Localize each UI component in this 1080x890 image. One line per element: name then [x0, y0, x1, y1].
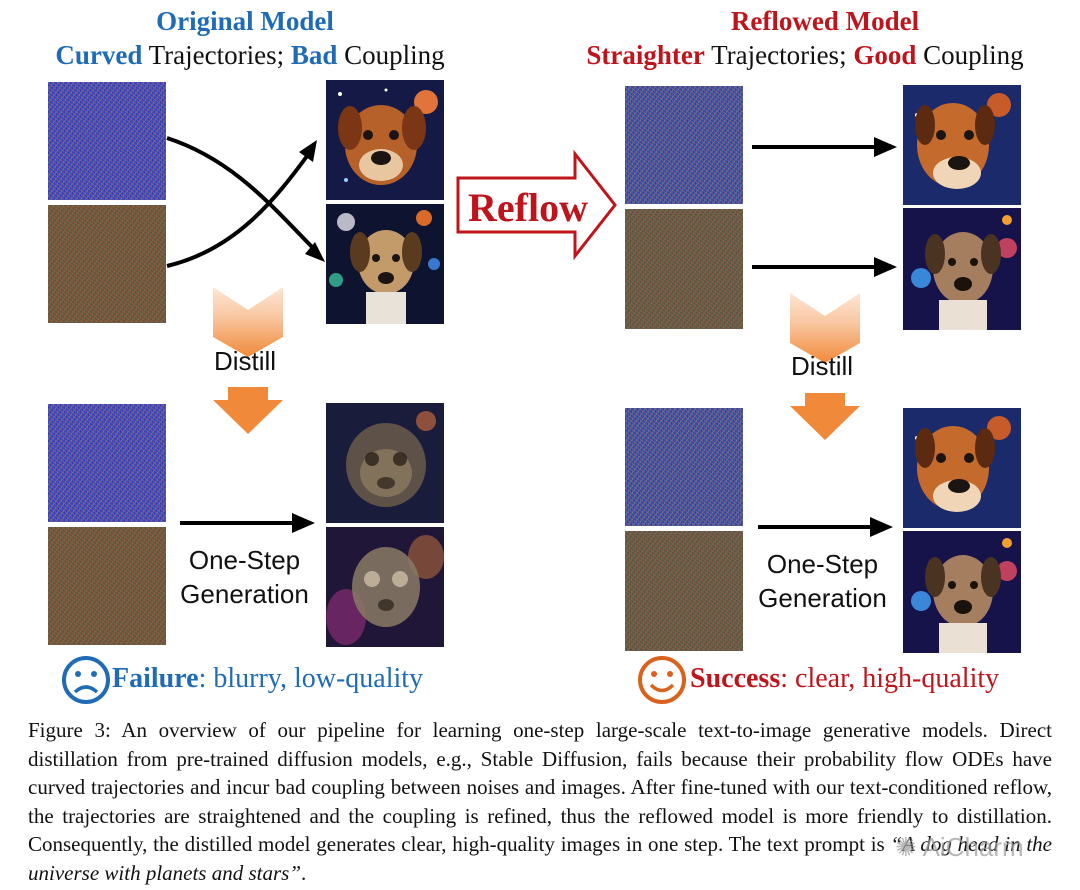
curved-trajectories	[166, 136, 325, 268]
boxer-dog-illustration	[903, 85, 1021, 205]
reflow-arrow-icon	[456, 150, 617, 260]
success-description: : clear, high-quality	[780, 663, 1000, 694]
failure-verdict: Failure: blurry, low-quality	[112, 663, 423, 695]
arrowhead-icon	[870, 517, 893, 537]
noise-image	[625, 209, 743, 329]
generated-blurry-image	[326, 527, 444, 647]
left-subtitle-word2: Bad	[290, 40, 338, 70]
right-subtitle-text2: Coupling	[916, 40, 1024, 70]
success-verdict: Success: clear, high-quality	[690, 663, 999, 695]
arrowhead-icon	[874, 257, 897, 277]
curved-trajectory-arrow	[166, 136, 319, 254]
right-generation-label: One-Step Generation	[750, 547, 895, 615]
noise-image	[48, 404, 166, 522]
left-subtitle-text2: Coupling	[337, 40, 445, 70]
watermark-logo-icon: ✺	[895, 832, 923, 862]
boxer-dog-illustration	[903, 408, 1021, 528]
left-generation-line1: One-Step	[188, 545, 301, 575]
failure-word: Failure	[112, 663, 199, 694]
generated-dog-image	[326, 204, 444, 324]
watermark: ✺ AiCharm	[895, 832, 1024, 863]
generated-dog-image	[903, 85, 1021, 205]
generated-blurry-image	[326, 403, 444, 523]
noise-image	[48, 527, 166, 645]
curved-trajectory-arrow	[166, 150, 312, 268]
right-generation-line2: Generation	[758, 583, 887, 613]
blurry-dog-illustration	[326, 527, 444, 647]
failure-description: : blurry, low-quality	[198, 663, 424, 694]
sad-face-icon	[62, 656, 110, 704]
straight-trajectory-arrow	[752, 257, 897, 277]
generated-clear-image	[903, 531, 1021, 653]
caption-text: Figure 3: An overview of our pipeline fo…	[28, 718, 1052, 856]
right-subtitle-word2: Good	[853, 40, 917, 70]
left-subtitle-word1: Curved	[55, 40, 143, 70]
noise-image	[625, 531, 743, 651]
left-generation-label: One-Step Generation	[172, 543, 317, 611]
one-step-arrow	[758, 517, 893, 537]
success-word: Success	[690, 663, 781, 694]
arrowhead-icon	[299, 140, 317, 162]
generated-dog-image	[326, 80, 444, 200]
boxer-dog-illustration	[326, 80, 444, 200]
left-panel-subtitle: Curved Trajectories; Bad Coupling	[20, 40, 480, 71]
dog-illustration	[326, 204, 444, 324]
noise-image	[625, 86, 743, 204]
dog-illustration	[903, 531, 1021, 653]
happy-face-icon	[638, 656, 686, 704]
reflow-label: Reflow	[468, 185, 588, 230]
right-panel-title: Reflowed Model	[730, 6, 920, 36]
left-panel-title: Original Model	[156, 6, 334, 36]
noise-image	[625, 408, 743, 526]
arrowhead-icon	[305, 242, 325, 262]
right-generation-line1: One-Step	[766, 549, 879, 579]
figure-caption: Figure 3: An overview of our pipeline fo…	[28, 716, 1052, 887]
generated-clear-image	[903, 408, 1021, 528]
straight-trajectory-arrow	[752, 137, 897, 157]
generated-dog-image	[903, 208, 1021, 330]
noise-image	[48, 205, 166, 323]
distill-arrow-icon	[790, 293, 860, 440]
blurry-dog-illustration	[326, 403, 444, 523]
distill-arrow-icon	[213, 287, 283, 434]
caption-end: .	[301, 860, 307, 885]
watermark-text: AiCharm	[922, 832, 1024, 862]
arrowhead-icon	[292, 513, 315, 533]
noise-image	[48, 82, 166, 200]
right-subtitle-text1: Trajectories;	[704, 40, 854, 70]
left-generation-line2: Generation	[180, 579, 309, 609]
left-distill-label: Distill	[213, 346, 277, 376]
arrowhead-icon	[874, 137, 897, 157]
right-subtitle-word1: Straighter	[586, 40, 705, 70]
right-panel-subtitle: Straighter Trajectories; Good Coupling	[560, 40, 1050, 71]
dog-illustration	[903, 208, 1021, 330]
caption-prompt: “A dog head in the universe with planets…	[28, 832, 1052, 885]
right-distill-label: Distill	[790, 351, 854, 381]
left-subtitle-text1: Trajectories;	[142, 40, 291, 70]
one-step-arrow	[180, 513, 315, 533]
